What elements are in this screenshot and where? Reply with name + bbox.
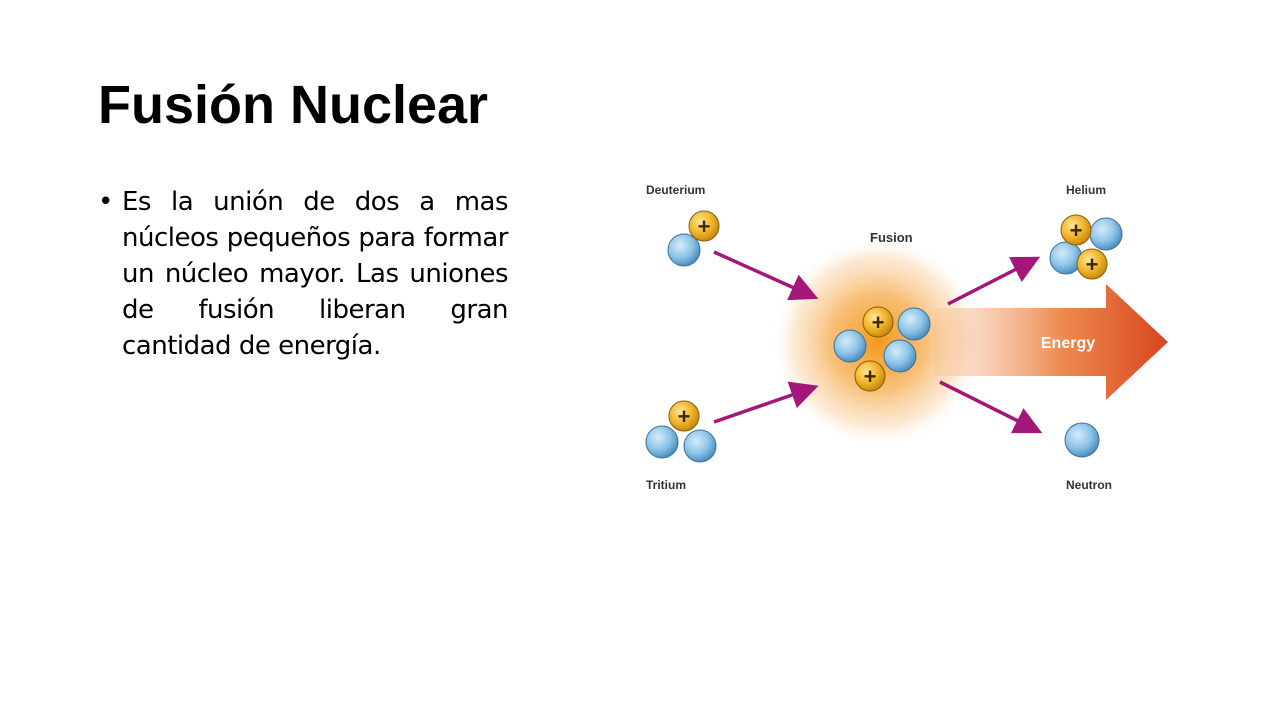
neutron-label: Neutron [1066,478,1112,492]
proton-icon [1076,248,1108,280]
arrow-icon [947,256,1041,306]
energy-arrow-icon [934,284,1168,400]
helium-label: Helium [1066,183,1106,197]
arrow-icon [713,250,819,301]
fusion-label: Fusion [870,230,913,245]
proton-icon [862,306,894,338]
proton-symbol: + [678,404,691,429]
neutron-icon [683,429,717,463]
arrow-icon [713,381,819,424]
energy-label: Energy [1041,335,1095,352]
fusion-diagram: Energy Deuterium Tritium Fusion Helium N… [634,176,1182,498]
proton-icon [854,360,886,392]
neutron-icon [1089,217,1123,251]
bullet-list: • Es la unión de dos a mas núcleos peque… [98,184,509,364]
proton-icon [668,400,700,432]
proton-symbol: + [1086,252,1099,277]
neutron-icon [897,307,931,341]
deuterium-label: Deuterium [646,183,705,197]
proton-symbol: + [698,214,711,239]
arrow-icon [939,380,1043,434]
proton-symbol: + [1070,218,1083,243]
bullet-dot-icon: • [98,187,114,217]
bullet-text: Es la unión de dos a mas núcleos pequeño… [122,187,509,361]
proton-icon [1060,214,1092,246]
slide-title: Fusión Nuclear [98,75,489,135]
proton-symbol: + [864,364,877,389]
fusion-glow [772,236,984,448]
neutron-icon [883,339,917,373]
neutron-icon [645,425,679,459]
proton-icon [688,210,720,242]
neutron-icon [833,329,867,363]
proton-symbol: + [872,310,885,335]
neutron-icon [1049,241,1083,275]
tritium-label: Tritium [646,478,686,492]
bullet-item: • Es la unión de dos a mas núcleos peque… [98,184,509,364]
neutron-icon [667,233,701,267]
neutron-icon [1064,422,1100,458]
